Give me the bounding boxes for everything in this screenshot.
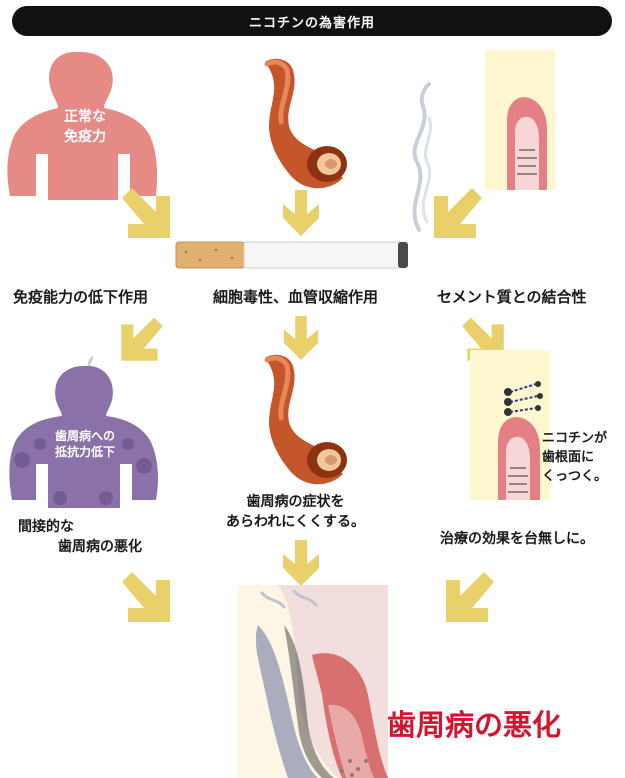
healthy-body-figure [7, 52, 158, 200]
healthy-body-label: 正常な 免疫力 [64, 109, 106, 145]
damaged-body-label: 歯周病への 抵抗力低下 [54, 429, 115, 459]
arrow-center-top [283, 190, 319, 236]
tooth-nicotine-illustration [470, 350, 550, 500]
cigarette-illustration [175, 241, 408, 269]
arrow-left-bottom [122, 572, 170, 622]
damaged-body-figure [9, 356, 158, 508]
bone-texture [340, 759, 368, 777]
final-result-title: 歯周病の悪化 [387, 708, 562, 742]
arrow-right-mid [462, 317, 504, 361]
smoke-illustration [412, 82, 432, 232]
result-label-masking: 歯周病の症状を あらわれにくくする。 [226, 494, 366, 530]
result-label-indirect: 間接的な 歯周病の悪化 [18, 519, 142, 555]
tooth-illustration [485, 50, 555, 190]
nicotine-molecules [504, 381, 543, 416]
arrow-left-mid [121, 317, 163, 361]
nicotine-note: ニコチンが 歯根面に くっつく。 [542, 431, 608, 484]
periodontitis-illustration [238, 585, 388, 778]
effect-label-immune: 免疫能力の低下作用 [13, 288, 149, 306]
arrow-right-bottom [446, 572, 494, 622]
blood-vessel-figure [264, 58, 347, 189]
result-label-treatment: 治療の効果を台無しに。 [440, 531, 594, 547]
arrow-right-top [434, 188, 482, 238]
effect-label-cementum: セメント質との結合性 [437, 288, 587, 306]
effect-label-cytotoxic: 細胞毒性、血管収縮作用 [213, 288, 379, 306]
arrow-center-bottom [283, 540, 319, 586]
title-bar: ニコチンの為害作用 [12, 6, 612, 36]
arrow-left-top [122, 188, 170, 238]
blood-vessel-figure-2 [264, 354, 347, 485]
arrow-center-mid [283, 316, 319, 360]
diagram-title: ニコチンの為害作用 [248, 15, 375, 31]
